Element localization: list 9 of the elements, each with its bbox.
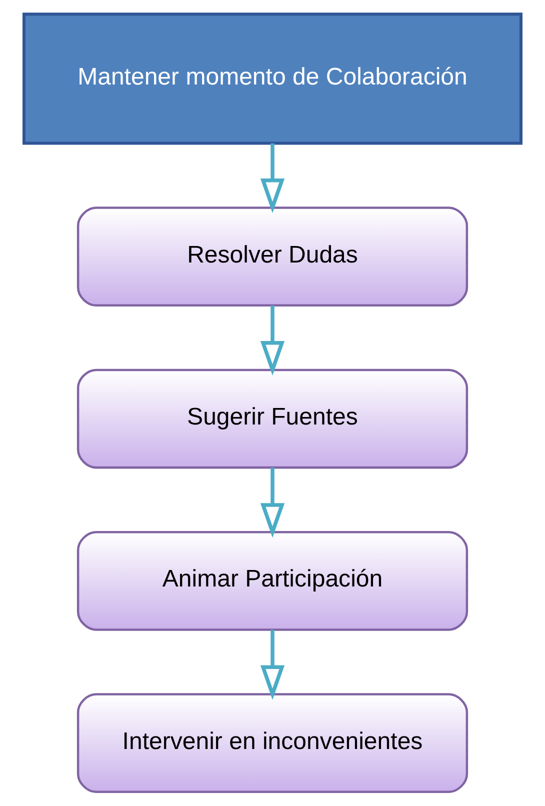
node-box: Animar Participación: [76, 531, 468, 631]
arrow: [260, 305, 285, 376]
arrow: [260, 468, 285, 538]
node-box: Intervenir en inconvenientes: [76, 693, 468, 793]
node-box: Resolver Dudas: [76, 206, 468, 307]
node-box: Mantener momento de Colaboración: [22, 12, 522, 145]
node-box: Sugerir Fuentes: [76, 368, 468, 469]
arrow: [260, 143, 285, 214]
arrow: [260, 630, 285, 700]
